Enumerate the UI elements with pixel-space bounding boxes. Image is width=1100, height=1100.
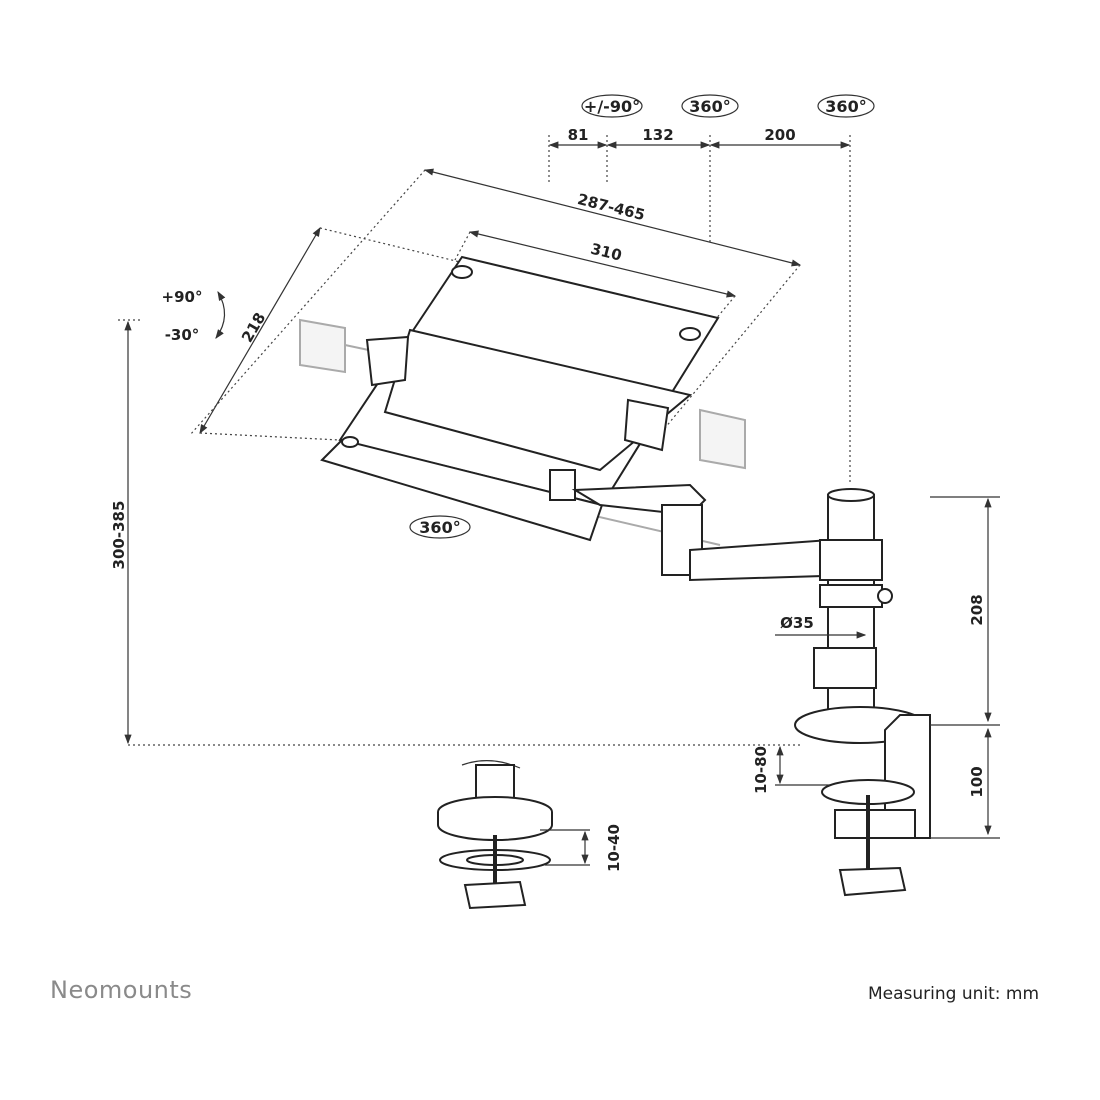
segment-a-label: 81 [568,126,589,144]
clamp-height-label: 100 [968,766,986,797]
height-dimension: 300-385 [110,319,800,746]
pole-diameter-dimension: Ø35 [775,614,867,639]
clamp-range-label: 10-80 [752,746,770,794]
segment-b-label: 132 [642,126,673,144]
rotation-pole-indicator: 360° [817,94,875,118]
tilt-down-label: -30° [165,326,200,344]
grommet-mount: 10-40 [437,760,623,910]
tray-width-label: 310 [589,240,624,265]
tilt-indicator: +90° -30° [162,288,226,344]
tray-rotation-indicator: 360° [409,515,471,539]
brand-logo: Neomounts [50,976,193,1004]
rotation-joint-label: 360° [689,97,730,116]
tray-depth-label: 218 [238,309,269,345]
tilt-arrow-icon [215,290,226,339]
rotation-tilt-indicator: +/-90° [581,94,643,118]
mount-pole [813,488,893,721]
segment-c-label: 200 [764,126,795,144]
desk-clamp [794,706,931,897]
tray-rotation-label: 360° [419,518,460,537]
clamp-dimensions: 208 100 10-80 [752,496,1000,839]
pole-diameter-label: Ø35 [780,614,814,632]
pole-height-label: 208 [968,594,986,625]
tray-width-range-label: 287-465 [576,190,647,224]
rotation-joint-indicator: 360° [681,94,739,118]
laptop-tray [299,255,746,546]
mount-arm [549,469,856,582]
grommet-range-label: 10-40 [605,824,623,872]
measuring-unit-note: Measuring unit: mm [868,984,1040,1004]
height-range-label: 300-385 [110,501,128,570]
rotation-tilt-label: +/-90° [584,97,640,116]
tilt-up-label: +90° [162,288,203,306]
rotation-pole-label: 360° [825,97,866,116]
